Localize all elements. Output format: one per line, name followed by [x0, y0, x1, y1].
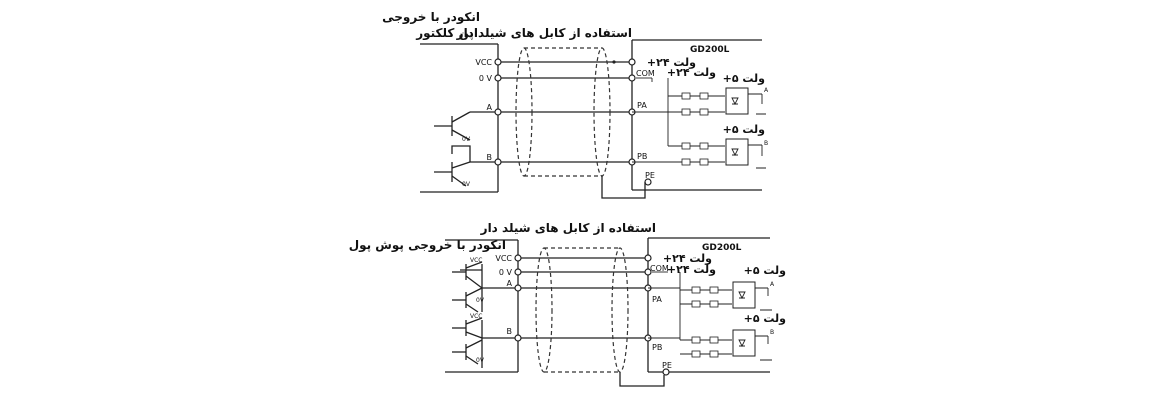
optocoupler-b: +۵ ولت B — [648, 312, 787, 361]
terminal-24v — [644, 254, 652, 262]
supply-5v-a: +۵ ولت — [744, 264, 787, 277]
shield-right — [611, 247, 629, 373]
optocoupler-a: +۵ ولت A — [648, 264, 786, 340]
terminal-b — [494, 158, 502, 166]
encoder-title-line2: اپن کلکتور — [415, 26, 478, 41]
output-b-label: B — [764, 140, 768, 147]
label-a: A — [487, 103, 493, 112]
drive-label: GD200L — [690, 45, 730, 55]
terminal-b — [514, 334, 522, 342]
cable-caption: استفاده از کابل های شیلد دار — [480, 221, 656, 235]
drive-label: GD200L — [702, 243, 742, 253]
optocoupler-b: +۵ ولت B — [632, 123, 768, 169]
transistor-b-0v: 0V — [462, 181, 471, 188]
terminal-com — [644, 268, 652, 276]
push-pull-stage-a: VCC 0V — [452, 257, 485, 313]
terminal-pe — [662, 368, 670, 376]
cable-caption: استفاده از کابل های شیلد دار — [456, 26, 632, 40]
diagram-push-pull: انکودر با خروجی پوش پول استفاده از کابل … — [349, 221, 787, 387]
output-a-label: A — [770, 281, 775, 288]
supply-24v-top: +۲۴ ولت — [647, 56, 696, 69]
terminal-vcc — [494, 58, 502, 66]
output-b-label: B — [770, 329, 774, 336]
supply-5v-b: +۵ ولت — [744, 312, 787, 325]
label-pa: PA — [637, 101, 647, 110]
transistor-a: 0V — [434, 111, 471, 143]
label-0v: 0 V — [479, 74, 493, 83]
label-com: COM — [650, 264, 669, 273]
transistor-b-0v: 0V — [476, 357, 485, 364]
encoder-title: انکودر با خروجی پوش پول — [349, 238, 506, 253]
label-pe: PE — [645, 171, 655, 180]
label-pb: PB — [637, 152, 647, 161]
label-vcc: VCC — [495, 254, 512, 263]
terminal-0v — [494, 74, 502, 82]
transistor-a-0v: 0V — [462, 136, 471, 143]
supply-24v-com: +۲۴ ولت — [667, 66, 716, 79]
terminal-24v — [628, 58, 636, 66]
label-com: COM — [636, 69, 655, 78]
shield-left — [535, 247, 553, 373]
shield-drain-to-pe — [619, 372, 665, 387]
shield-body — [544, 247, 620, 373]
optocoupler-a: +۵ ولت A — [632, 72, 769, 146]
label-b: B — [487, 153, 493, 162]
shield-body — [524, 47, 602, 177]
label-pa: PA — [652, 295, 662, 304]
transistor-a-vcc: VCC — [470, 257, 482, 264]
supply-24v-top: +۲۴ ولت — [663, 252, 712, 265]
shield-drain-to-pe — [601, 176, 646, 199]
diagram-open-collector: انکودر با خروجی اپن کلکتور استفاده از کا… — [382, 10, 769, 199]
label-pb: PB — [652, 343, 662, 352]
encoder-title-line1: انکودر با خروجی — [382, 10, 480, 25]
supply-5v-a: +۵ ولت — [723, 72, 766, 85]
label-vcc: VCC — [475, 58, 492, 67]
terminal-a — [514, 284, 522, 292]
transistor-b-vcc: VCC — [470, 313, 482, 320]
terminal-com — [628, 74, 636, 82]
label-0v: 0 V — [499, 268, 513, 277]
label-b: B — [507, 327, 513, 336]
supply-24v-com: +۲۴ ولت — [667, 263, 716, 276]
push-pull-stage-b: VCC 0V — [452, 313, 485, 368]
supply-5v-b: +۵ ولت — [723, 123, 766, 136]
transistor-b: 0V — [434, 145, 471, 188]
terminal-0v — [514, 268, 522, 276]
output-a-label: A — [764, 87, 769, 94]
terminal-a — [494, 108, 502, 116]
junction-dot — [612, 60, 616, 64]
transistor-a-0v: 0V — [476, 297, 485, 304]
label-pe: PE — [662, 361, 672, 370]
terminal-vcc — [514, 254, 522, 262]
label-a: A — [507, 279, 513, 288]
